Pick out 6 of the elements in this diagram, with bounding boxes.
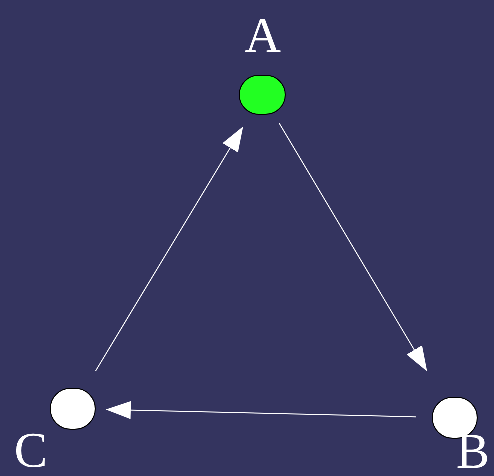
arrow [95,126,244,372]
node-label: B [455,426,491,476]
arrow [278,122,428,372]
node-label: C [13,424,49,476]
arrow [106,401,416,420]
node-label: A [244,6,282,64]
